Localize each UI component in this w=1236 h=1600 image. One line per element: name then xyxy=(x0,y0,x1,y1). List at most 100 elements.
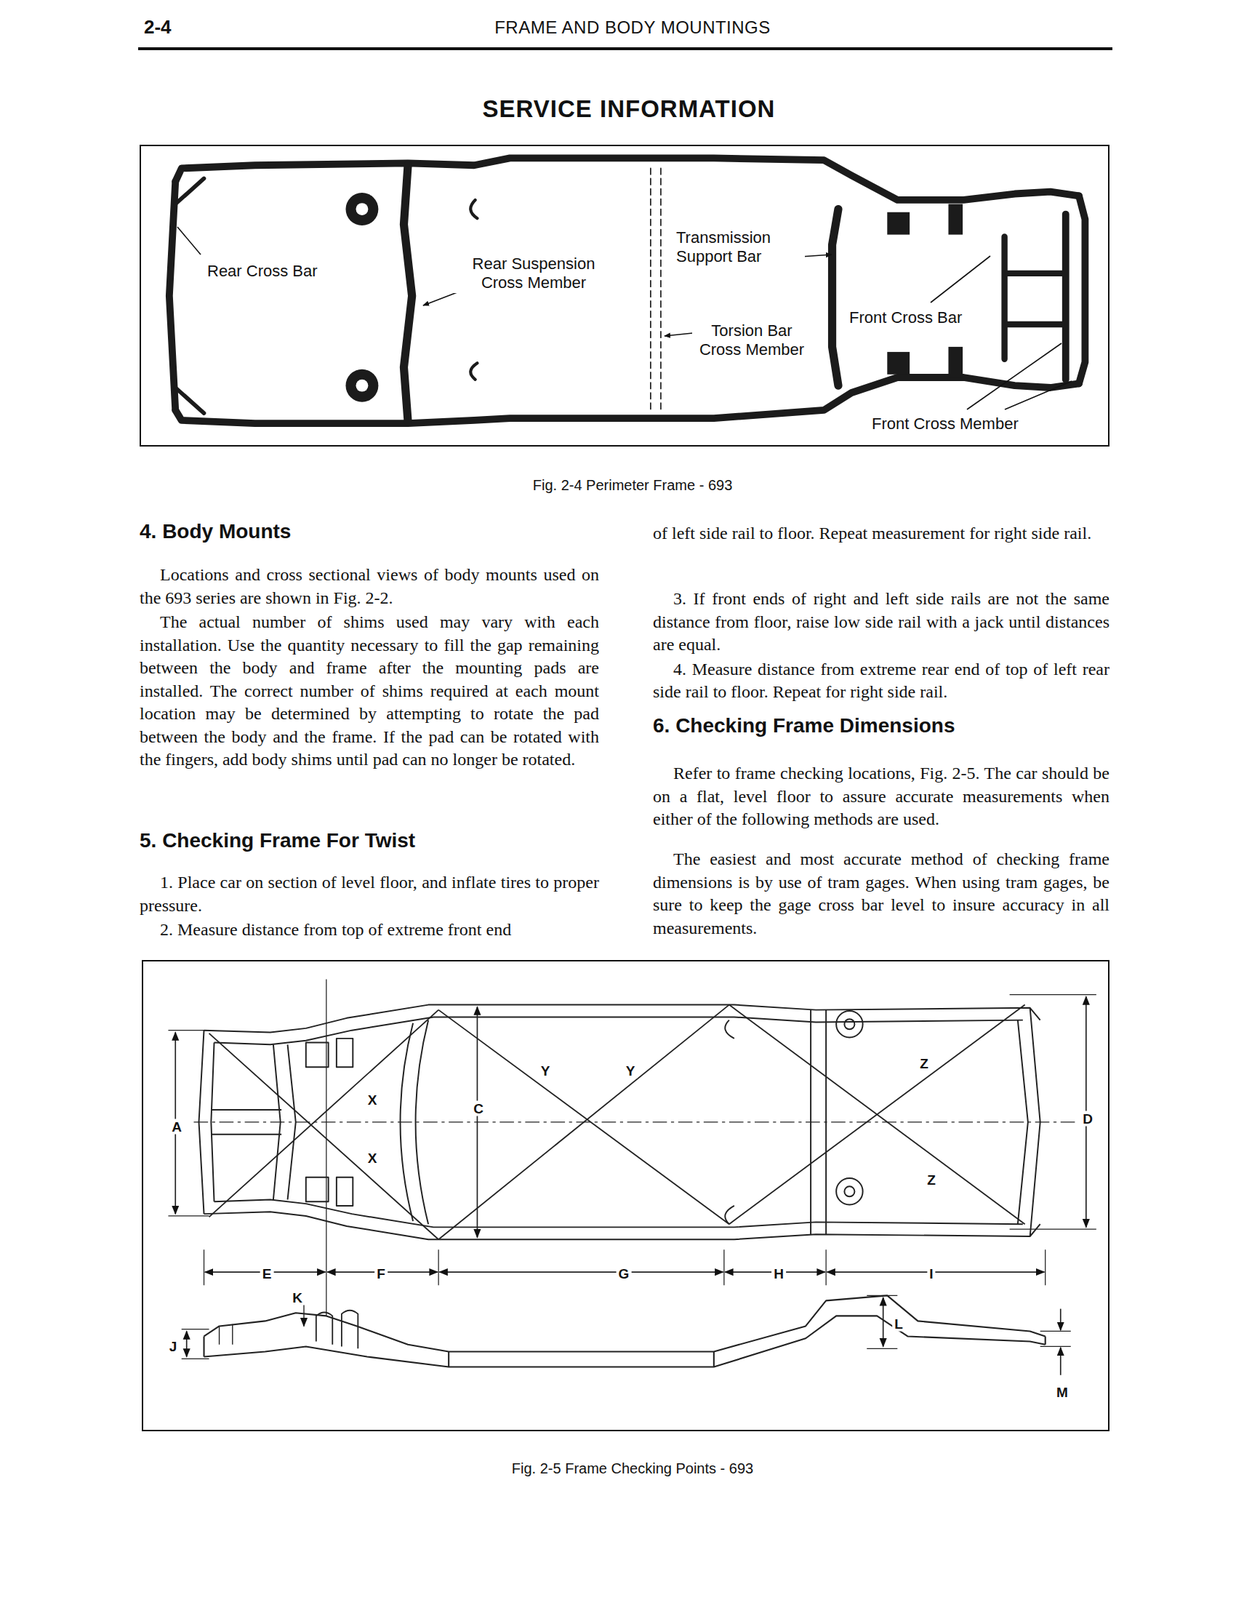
spring-pocket xyxy=(836,1010,863,1037)
dimension-j xyxy=(186,1330,188,1356)
figure-frame: Rear Cross Bar Rear Suspension Cross Memb… xyxy=(139,144,1110,447)
dimension-letter: Z xyxy=(924,1172,938,1188)
dimension-letter: H xyxy=(771,1265,786,1282)
dimension-letter: X xyxy=(365,1150,380,1166)
dimension-letter: A xyxy=(169,1118,184,1135)
figure-frame: X X C Y Y Z Z D A E F G H I K J L M xyxy=(141,959,1110,1431)
spring-pocket xyxy=(345,192,379,226)
page-title: SERVICE INFORMATION xyxy=(482,95,776,123)
dimension-letter: Z xyxy=(917,1055,931,1071)
paragraph: Locations and cross sectional views of b… xyxy=(139,563,600,610)
diagonal-z xyxy=(729,1004,1026,1225)
figure-caption: Fig. 2-4 Perimeter Frame - 693 xyxy=(532,476,733,494)
paragraph: The easiest and most accurate method of … xyxy=(652,847,1110,940)
leader-line xyxy=(1004,380,1072,410)
extension-line xyxy=(167,1030,209,1216)
leader-lines xyxy=(177,226,1072,410)
spring-pocket xyxy=(836,1177,863,1205)
section-heading: 6. Checking Frame Dimensions xyxy=(652,713,1110,738)
spring-pocket-hole xyxy=(844,1018,855,1029)
frame-rail xyxy=(204,1211,1041,1239)
front-cross-member xyxy=(1062,214,1070,380)
extension-line xyxy=(181,1329,210,1359)
header-rule xyxy=(138,47,1113,51)
section-heading: 4. Body Mounts xyxy=(139,519,600,544)
spring-pocket-hole xyxy=(356,202,369,216)
dimension-l xyxy=(882,1297,885,1346)
paragraph: The actual number of shims used may vary… xyxy=(139,610,600,772)
step-text: 1. Place car on section of level floor, … xyxy=(139,871,600,917)
part-label: Front Cross Member xyxy=(870,414,1021,434)
part-label: Rear Suspension Cross Member xyxy=(448,254,619,294)
step-text: 3. If front ends of right and left side … xyxy=(652,587,1110,657)
suspension-bracket xyxy=(306,1177,329,1202)
dimension-k xyxy=(303,1304,304,1326)
dimension-m xyxy=(1060,1347,1062,1375)
suspension-bracket xyxy=(948,346,963,378)
leader-line xyxy=(423,290,461,306)
frame-rail xyxy=(175,157,1079,200)
spring-pocket-hole xyxy=(356,379,369,392)
suspension-bracket xyxy=(306,1041,329,1067)
dimension-letter: C xyxy=(471,1100,486,1117)
extension-line xyxy=(1009,994,1097,1230)
torsion-bar-line xyxy=(650,167,661,413)
leader-line xyxy=(930,255,991,303)
rear-suspension-cross-member xyxy=(403,165,412,421)
spring-pocket-hole xyxy=(844,1185,855,1197)
dimension-letter: G xyxy=(616,1265,632,1282)
dimension-m xyxy=(1060,1308,1062,1330)
dimension-letter: D xyxy=(1080,1110,1095,1127)
side-view-rail xyxy=(204,1294,1046,1351)
suspension-bracket xyxy=(887,351,910,375)
suspension-bracket xyxy=(336,1038,353,1067)
frame-rail xyxy=(214,1199,1023,1228)
front-cross-bar xyxy=(832,209,839,387)
extension-line xyxy=(204,1249,1046,1285)
dimension-letter: J xyxy=(167,1338,180,1354)
part-label: Rear Cross Bar xyxy=(205,261,320,281)
bracket xyxy=(219,1323,233,1345)
paragraph: Refer to frame checking locations, Fig. … xyxy=(652,761,1110,832)
suspension-bracket xyxy=(887,212,910,235)
side-view-rail xyxy=(204,1335,1046,1367)
part-label: Transmission Support Bar xyxy=(674,228,805,267)
dimension-letter: L xyxy=(892,1315,906,1332)
dimension-letter: M xyxy=(1054,1384,1071,1400)
side-view-rail xyxy=(204,1315,1046,1367)
leader-line xyxy=(177,226,201,255)
dimension-letter: E xyxy=(260,1265,275,1282)
spring-pocket xyxy=(345,369,379,403)
section-heading: 5. Checking Frame For Twist xyxy=(139,828,600,853)
dimension-letter: F xyxy=(374,1265,388,1282)
front-cross-member xyxy=(1004,236,1066,359)
page-number: 2-4 xyxy=(143,15,172,39)
diagonal-x xyxy=(209,1009,440,1240)
step-text: of left side rail to floor. Repeat measu… xyxy=(652,522,1110,546)
extension-line xyxy=(1040,1330,1071,1346)
frame-rail xyxy=(214,1016,1023,1045)
suspension-bracket xyxy=(336,1177,353,1206)
part-label: Torsion Bar Cross Member xyxy=(692,321,812,360)
dimension-letter: I xyxy=(927,1265,935,1282)
corner-brace xyxy=(175,178,204,413)
frame-checking-drawing xyxy=(167,979,1096,1375)
part-label: Front Cross Bar xyxy=(847,308,964,328)
u-bolt xyxy=(316,1310,359,1349)
dimension-letter: K xyxy=(290,1289,305,1306)
frame-front-end xyxy=(1078,195,1085,384)
dimension-letter: Y xyxy=(623,1062,638,1079)
dimension-i xyxy=(827,1270,1045,1273)
suspension-bracket xyxy=(948,204,963,235)
dimension-letter: X xyxy=(365,1092,380,1108)
running-head: FRAME AND BODY MOUNTINGS xyxy=(494,17,771,38)
step-text: 2. Measure distance from top of extreme … xyxy=(139,918,600,942)
figure-caption: Fig. 2-5 Frame Checking Points - 693 xyxy=(511,1459,754,1477)
perimeter-frame xyxy=(169,157,1086,424)
dimension-letter: Y xyxy=(538,1062,553,1079)
reference-line xyxy=(325,979,327,1316)
rear-cross-bar xyxy=(169,181,176,411)
dimension-g xyxy=(439,1270,724,1273)
dimension-c xyxy=(476,1006,479,1237)
